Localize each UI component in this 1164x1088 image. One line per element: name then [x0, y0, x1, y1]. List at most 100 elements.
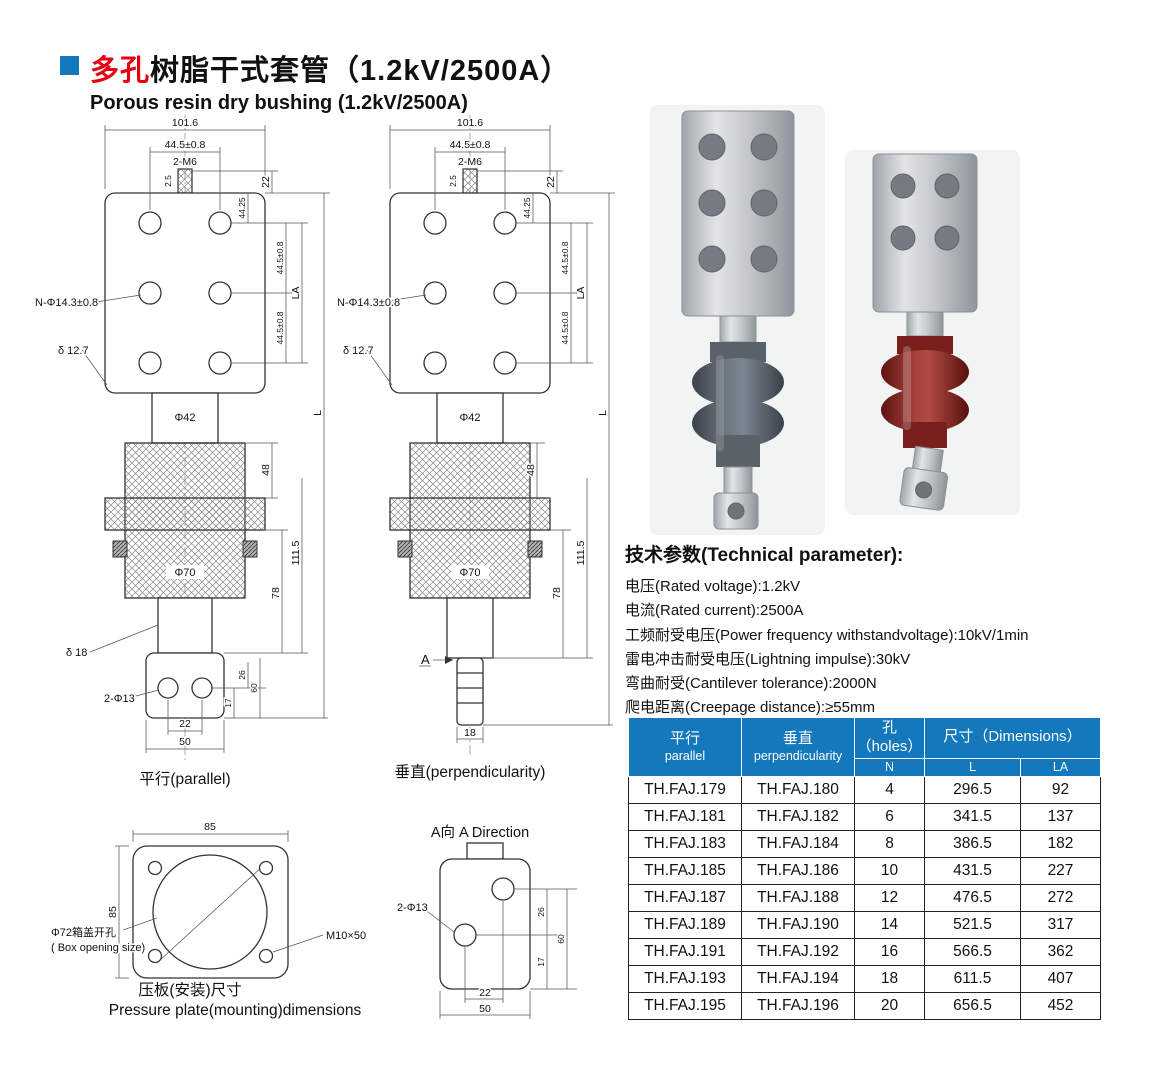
dim-label: 44.5±0.8 [560, 311, 570, 344]
view-outline [439, 842, 531, 990]
cell-perpendicular: TH.FAJ.182 [741, 802, 855, 831]
dim-label: Φ70 [459, 567, 480, 579]
dim-label: 78 [551, 587, 563, 599]
cell-parallel: TH.FAJ.179 [628, 775, 742, 804]
cell-la: 182 [1020, 829, 1101, 858]
drawing-caption-zh: 压板(安装)尺寸 [138, 981, 241, 999]
tech-param-line: 电压(Rated voltage):1.2kV [625, 578, 801, 595]
plate-outline [132, 845, 289, 979]
drawing-caption: 垂直(perpendicularity) [395, 763, 546, 781]
dim-label: 101.6 [172, 117, 198, 129]
dimension-labels: 101.6 44.5±0.8 2-M6 2.5 22 44.25 44.5±0.… [34, 116, 326, 789]
terminal-plate-outline [389, 168, 551, 394]
cell-la: 317 [1020, 910, 1101, 939]
page-header: 多孔树脂干式套管（1.2kV/2500A） Porous resin dry b… [60, 47, 570, 115]
opening-note-en: ( Box opening size) [51, 942, 145, 954]
dim-label: 85 [204, 821, 216, 833]
dim-label: LA [575, 287, 587, 300]
opening-note-zh: Φ72箱盖开孔 [51, 925, 116, 939]
dimension-lines [81, 125, 330, 753]
cell-parallel: TH.FAJ.195 [628, 991, 742, 1020]
cell-n: 12 [854, 883, 925, 912]
cell-l: 656.5 [924, 991, 1021, 1020]
dim-label: 2.5 [163, 175, 173, 187]
dimension-lines [115, 830, 324, 979]
dim-label: 60 [249, 683, 259, 693]
insulator-body [881, 311, 969, 448]
cell-parallel: TH.FAJ.191 [628, 937, 742, 966]
cell-n: 20 [854, 991, 925, 1020]
dim-label: 48 [525, 464, 537, 476]
dim-label: 2-M6 [173, 156, 197, 168]
cell-perpendicular: TH.FAJ.186 [741, 856, 855, 885]
cell-la: 272 [1020, 883, 1101, 912]
thickness-label: δ 12.7 [343, 345, 374, 357]
dim-label: 26 [536, 907, 546, 917]
cell-perpendicular: TH.FAJ.180 [741, 775, 855, 804]
dim-label: 44.25 [237, 197, 247, 219]
dimension-lines [366, 125, 615, 743]
dim-label: 2-M6 [458, 156, 482, 168]
col-header-parallel-en: parallel [664, 748, 706, 763]
dimension-labels: 85 85 Φ72箱盖开孔 ( Box opening size) M10×50… [50, 820, 368, 1020]
dim-label: Φ70 [174, 567, 195, 579]
view-title: A向 A Direction [431, 824, 529, 841]
dim-label: 22 [545, 176, 557, 188]
view-arrow-label: A [421, 652, 430, 667]
cell-perpendicular: TH.FAJ.190 [741, 910, 855, 939]
dimension-lines [422, 888, 577, 1019]
terminal-plate [872, 153, 978, 313]
product-photo-gray-bushing [650, 105, 825, 535]
cell-perpendicular: TH.FAJ.184 [741, 829, 855, 858]
tab-holes-label: 2-Φ13 [104, 693, 135, 705]
cell-parallel: TH.FAJ.183 [628, 829, 742, 858]
cell-l: 566.5 [924, 937, 1021, 966]
tab-holes-label: 2-Φ13 [397, 902, 428, 914]
cell-l: 431.5 [924, 856, 1021, 885]
spec-table: 平行 parallel 垂直 perpendicularity 孔（holes）… [628, 717, 1101, 1020]
col-header-parallel-zh: 平行 [669, 729, 700, 747]
dim-label: 26 [237, 670, 247, 680]
technical-parameters: 技术参数(Technical parameter): 电压(Rated volt… [625, 540, 1164, 722]
dim-label: 44.5±0.8 [560, 241, 570, 274]
cell-n: 6 [854, 802, 925, 831]
dim-label: 2.5 [448, 175, 458, 187]
dim-label: 85 [107, 906, 119, 918]
dim-label: 44.5±0.8 [275, 311, 285, 344]
holes-note-label: N-Φ14.3±0.8 [35, 297, 98, 309]
tech-param-line: 爬电距离(Creepage distance):≥55mm [625, 699, 875, 717]
dim-label: 50 [179, 736, 191, 748]
page-title-zh: 多孔树脂干式套管（1.2kV/2500A） [90, 47, 570, 89]
cell-parallel: TH.FAJ.187 [628, 883, 742, 912]
dim-label: L [597, 410, 609, 416]
col-header-perpendicular: 垂直 perpendicularity [741, 717, 855, 777]
drawing-caption-en: Pressure plate(mounting)dimensions [109, 1002, 362, 1019]
cell-la: 362 [1020, 937, 1101, 966]
cell-n: 10 [854, 856, 925, 885]
dim-label: 101.6 [457, 117, 483, 129]
cell-l: 521.5 [924, 910, 1021, 939]
dimension-labels: A向 A Direction 2-Φ13 26 17 60 22 50 [396, 824, 568, 1017]
col-header-perpendicular-zh: 垂直 [782, 729, 813, 747]
dim-label: 78 [270, 587, 282, 599]
drawing-pressure-plate: 85 85 Φ72箱盖开孔 ( Box opening size) M10×50… [50, 820, 368, 1020]
cell-la: 407 [1020, 964, 1101, 993]
tech-params-heading: 技术参数(Technical parameter): [625, 545, 904, 566]
dim-label: 22 [260, 176, 272, 188]
drawing-a-direction: A向 A Direction 2-Φ13 26 17 60 22 50 [396, 824, 577, 1019]
cell-parallel: TH.FAJ.181 [628, 802, 742, 831]
stem-thickness-label: δ 18 [66, 647, 87, 659]
title-rest: 树脂干式套管（1.2kV/2500A） [150, 55, 571, 87]
bolt-note: M10×50 [326, 930, 366, 942]
col-subheader-la: LA [1020, 757, 1101, 777]
dim-label: 111.5 [290, 540, 302, 565]
cell-n: 8 [854, 829, 925, 858]
cell-n: 14 [854, 910, 925, 939]
thickness-label: δ 12.7 [58, 345, 89, 357]
